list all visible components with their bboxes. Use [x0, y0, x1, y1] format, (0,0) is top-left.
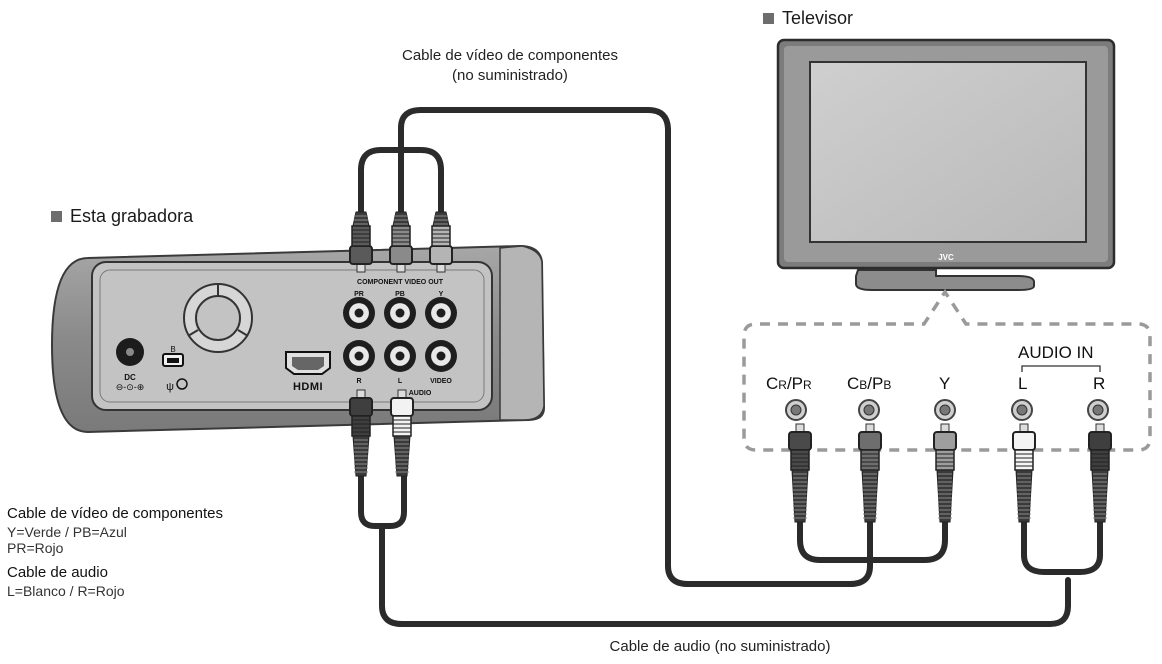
component-cable-middle [398, 107, 873, 587]
jack-pb [384, 297, 416, 329]
tv-jack-y [934, 399, 956, 421]
tv-plug-cr-pr [788, 423, 812, 523]
port-label-cb-pb: CB/PB [847, 374, 892, 393]
jack-y [425, 297, 457, 329]
recorder-plugs [349, 211, 453, 273]
recorder: DC ⊖-⊙-⊕ B ψ HDMI COMPONENT VIDEO OUT PR… [50, 244, 546, 434]
svg-text:VIDEO: VIDEO [430, 378, 452, 385]
jack-video [425, 340, 457, 372]
legend: Cable de vídeo de componentes Y=Verde / … [7, 505, 223, 599]
plug-recorder-y [429, 211, 453, 273]
tv-jack-cb-pb [858, 399, 880, 421]
port-label-r: R [1093, 374, 1106, 393]
svg-text:R: R [356, 378, 361, 385]
tv-brand-logo: JVC [938, 253, 954, 262]
audio-cable-caption: Cable de audio (no suministrado) [609, 638, 831, 655]
svg-text:HDMI: HDMI [293, 381, 323, 393]
legend-component-line2: PR=Rojo [7, 540, 64, 556]
tv-plug-cb-pb [858, 423, 882, 523]
svg-text:Y: Y [439, 291, 444, 298]
component-video-label: COMPONENT VIDEO OUT [357, 279, 444, 286]
bullet-square-icon [763, 13, 774, 24]
tv-port-callout [742, 288, 1152, 452]
plug-recorder-audio-l [390, 389, 414, 477]
legend-audio-line1: L=Blanco / R=Rojo [7, 583, 125, 599]
component-cable-tv-loop [797, 517, 948, 563]
tv-screen [809, 61, 1087, 243]
svg-text:PR: PR [354, 291, 364, 298]
recorder-jacks [343, 297, 457, 372]
svg-text:PB: PB [395, 291, 405, 298]
svg-text:B: B [170, 345, 175, 354]
svg-text:ψ: ψ [166, 381, 174, 393]
audio-in-label: AUDIO IN [1018, 343, 1094, 362]
recorder-audio-plugs [349, 389, 414, 477]
fan-icon [183, 283, 253, 353]
tv-jack-r [1087, 399, 1109, 421]
component-cable [358, 107, 948, 587]
dc-jack: DC ⊖-⊙-⊕ [116, 338, 145, 392]
tv-title: Televisor [763, 8, 853, 29]
bullet-square-icon [51, 211, 62, 222]
legend-component-title: Cable de vídeo de componentes [7, 505, 223, 522]
jack-pr [343, 297, 375, 329]
television: JVC [776, 38, 1116, 291]
audio-cable-tv-loop [1021, 517, 1103, 575]
tv-plug-audio-r [1088, 423, 1112, 523]
legend-audio-title: Cable de audio [7, 564, 108, 581]
audio-in-bracket [1021, 365, 1101, 372]
usb-port: B ψ [162, 345, 188, 393]
jack-audio-l [384, 340, 416, 372]
tv-jack-l [1011, 399, 1033, 421]
jack-audio-r [343, 340, 375, 372]
tv-jack-cr-pr [785, 399, 807, 421]
audio-cable [358, 472, 1103, 627]
audio-cable-long [379, 523, 1071, 627]
tv-plugs [788, 423, 1112, 523]
plug-recorder-pr [349, 211, 373, 273]
port-label-y: Y [939, 374, 951, 393]
svg-text:⊖-⊙-⊕: ⊖-⊙-⊕ [116, 382, 145, 392]
svg-text:AUDIO: AUDIO [409, 390, 432, 397]
tv-plug-y [933, 423, 957, 523]
tv-jacks [785, 399, 1109, 421]
port-label-l: L [1018, 374, 1028, 393]
recorder-title: Esta grabadora [51, 206, 193, 227]
plug-recorder-pb [389, 211, 413, 273]
tv-plug-audio-l [1012, 423, 1036, 523]
port-label-cr-pr: CR/PR [766, 374, 812, 393]
recorder-side [499, 245, 545, 421]
svg-text:L: L [398, 378, 403, 385]
tv-stand [855, 269, 1035, 291]
component-cable-caption: Cable de vídeo de componentes (no sumini… [402, 47, 618, 84]
audio-cable-recorder-loop [358, 472, 407, 529]
plug-recorder-audio-r [349, 389, 373, 477]
svg-text:DC: DC [124, 373, 136, 382]
hdmi-port: HDMI [285, 351, 331, 393]
legend-component-line1: Y=Verde / PB=Azul [7, 524, 127, 540]
